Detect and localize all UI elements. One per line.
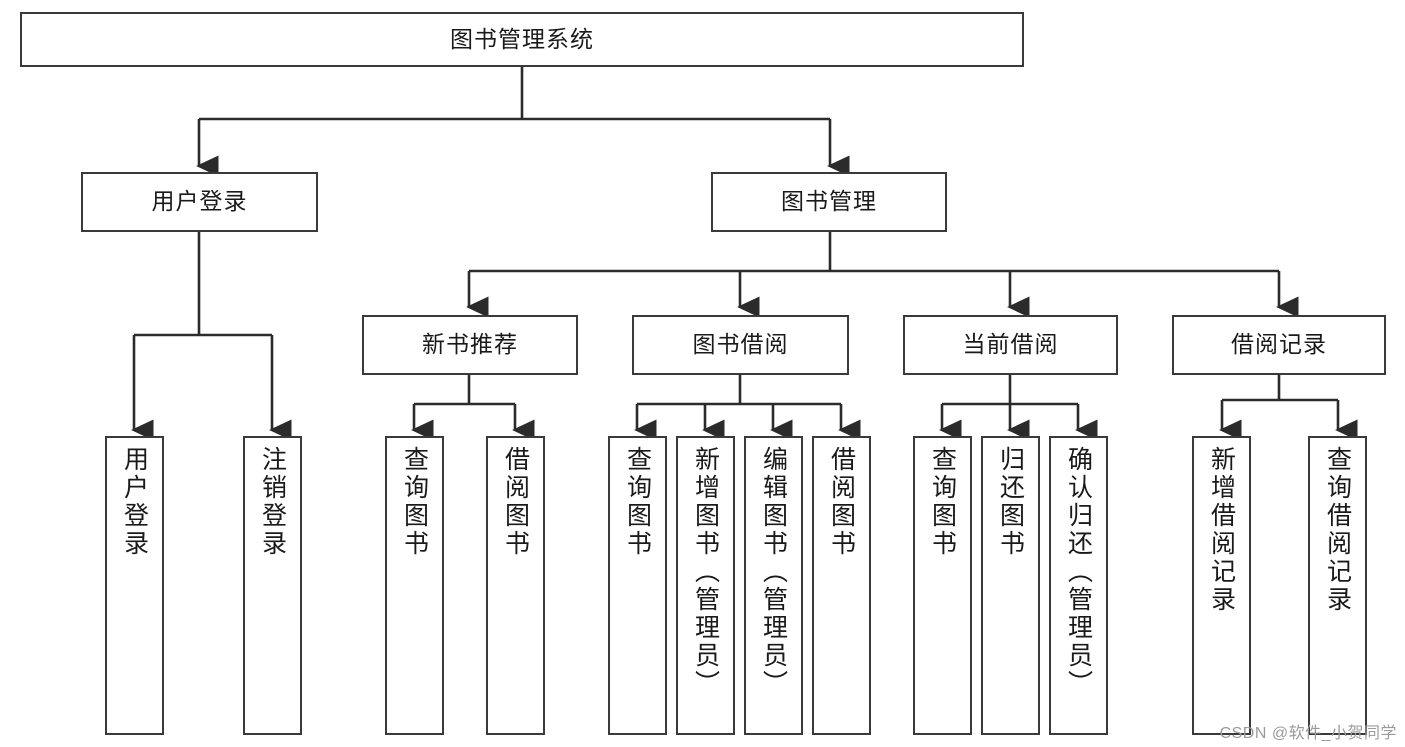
node-user-login[interactable]: 用户登录 bbox=[81, 172, 318, 232]
node-current-borrow[interactable]: 当前借阅 bbox=[903, 315, 1118, 375]
leaf-borrow-record-0[interactable]: 新增借阅记录 bbox=[1192, 436, 1251, 735]
node-root[interactable]: 图书管理系统 bbox=[20, 12, 1024, 67]
leaf-book-borrow-3[interactable]: 借阅图书 bbox=[812, 436, 871, 735]
leaf-book-borrow-1-label: 新增图书（管理员） bbox=[691, 446, 720, 698]
leaf-new-book-1[interactable]: 借阅图书 bbox=[486, 436, 545, 735]
leaf-current-borrow-0-label: 查询图书 bbox=[928, 446, 957, 558]
node-new-book-recommend-label: 新书推荐 bbox=[422, 331, 518, 358]
node-book-borrow[interactable]: 图书借阅 bbox=[632, 315, 849, 375]
leaf-book-borrow-3-label: 借阅图书 bbox=[827, 446, 856, 558]
node-borrow-records-label: 借阅记录 bbox=[1231, 331, 1327, 358]
leaf-borrow-record-1[interactable]: 查询借阅记录 bbox=[1308, 436, 1367, 735]
leaf-book-borrow-1[interactable]: 新增图书（管理员） bbox=[676, 436, 735, 735]
leaf-user-login-0-label: 用户登录 bbox=[120, 446, 149, 558]
leaf-user-login-1-label: 注销登录 bbox=[258, 446, 287, 558]
leaf-book-borrow-2[interactable]: 编辑图书（管理员） bbox=[744, 436, 803, 735]
leaf-user-login-1[interactable]: 注销登录 bbox=[243, 436, 302, 735]
leaf-book-borrow-0[interactable]: 查询图书 bbox=[608, 436, 667, 735]
leaf-current-borrow-1-label: 归还图书 bbox=[996, 446, 1025, 558]
leaf-book-borrow-2-label: 编辑图书（管理员） bbox=[759, 446, 788, 698]
leaf-new-book-0[interactable]: 查询图书 bbox=[385, 436, 444, 735]
leaf-borrow-record-0-label: 新增借阅记录 bbox=[1207, 446, 1236, 614]
leaf-current-borrow-2-label: 确认归还（管理员） bbox=[1064, 446, 1093, 698]
leaf-book-borrow-0-label: 查询图书 bbox=[623, 446, 652, 558]
node-new-book-recommend[interactable]: 新书推荐 bbox=[362, 315, 578, 375]
node-book-manage[interactable]: 图书管理 bbox=[711, 172, 947, 232]
leaf-current-borrow-2[interactable]: 确认归还（管理员） bbox=[1049, 436, 1108, 735]
leaf-current-borrow-0[interactable]: 查询图书 bbox=[913, 436, 972, 735]
node-current-borrow-label: 当前借阅 bbox=[962, 331, 1059, 358]
leaf-current-borrow-1[interactable]: 归还图书 bbox=[981, 436, 1040, 735]
leaf-user-login-0[interactable]: 用户登录 bbox=[105, 436, 164, 735]
node-root-label: 图书管理系统 bbox=[450, 25, 594, 52]
node-book-manage-label: 图书管理 bbox=[781, 188, 877, 215]
leaf-borrow-record-1-label: 查询借阅记录 bbox=[1323, 446, 1352, 614]
node-borrow-records[interactable]: 借阅记录 bbox=[1172, 315, 1386, 375]
node-book-borrow-label: 图书借阅 bbox=[692, 331, 789, 358]
node-user-login-label: 用户登录 bbox=[151, 188, 248, 215]
leaf-new-book-1-label: 借阅图书 bbox=[501, 446, 530, 558]
csdn-watermark: CSDN @软件_小贺同学 bbox=[1219, 725, 1397, 742]
leaf-new-book-0-label: 查询图书 bbox=[400, 446, 429, 558]
